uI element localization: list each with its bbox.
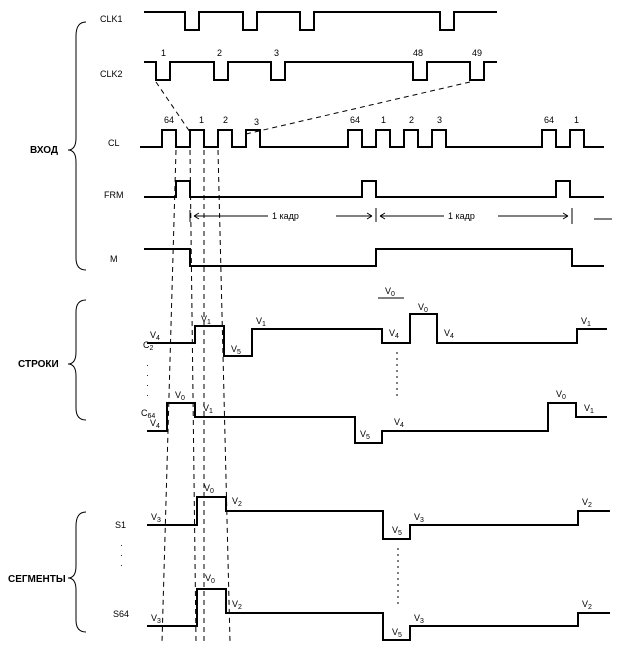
clk2-pulse-1: 1: [161, 48, 166, 58]
s1-v3-a: V3: [151, 512, 161, 524]
c2-v4-c: V4: [444, 328, 454, 340]
row-dots-4: ·: [146, 390, 149, 400]
c2-v1-b: V1: [256, 316, 266, 328]
seg-dots-2: ·: [120, 550, 123, 560]
cl-pulse-2a: 2: [223, 115, 228, 125]
cl-pulse-64a: 64: [164, 115, 174, 125]
align-line-2: [189, 149, 197, 643]
c2-v1-c: V1: [581, 316, 591, 328]
cl-pulse-3a: 3: [254, 117, 259, 127]
clk2-pulse-2: 2: [217, 48, 222, 58]
s1-v2-a: V2: [232, 496, 242, 508]
seg-s64-label: S64: [113, 609, 129, 619]
rows-brace: [67, 299, 87, 421]
group-input-label: ВХОД: [30, 145, 58, 156]
m-waveform: [144, 248, 604, 267]
s1-v5: V5: [392, 525, 402, 537]
group-rows-label: СТРОКИ: [18, 359, 59, 370]
c2-v1-a: V1: [201, 314, 211, 326]
clk1-waveform: [144, 11, 497, 31]
group-segments-label: СЕГМЕНТЫ: [8, 574, 66, 585]
clk1-label: CLK1: [100, 14, 123, 24]
frame-1-arrow: [193, 212, 373, 220]
s64-v0: V0: [205, 573, 215, 585]
s64-waveform: [147, 588, 610, 641]
cl-pulse-1b: 1: [381, 115, 386, 125]
cl-pulse-64b: 64: [350, 115, 360, 125]
cl-label: CL: [108, 138, 120, 148]
frm-waveform: [144, 180, 604, 198]
row-c2-label: C2: [143, 340, 154, 352]
s64-v3-b: V3: [414, 613, 424, 625]
c64-waveform: [147, 402, 607, 444]
s64-v2-a: V2: [232, 599, 242, 611]
cl-pulse-64c: 64: [544, 115, 554, 125]
clk2-pulse-3: 3: [274, 48, 279, 58]
zoom-line-left: [155, 81, 191, 133]
cl-pulse-1a: 1: [199, 115, 204, 125]
c2-waveform: [147, 313, 607, 357]
c2-v4-b: V4: [389, 328, 399, 340]
s1-waveform: [147, 496, 610, 540]
c2-v4-a: V4: [150, 330, 160, 342]
segments-brace: [67, 511, 87, 633]
seg-dots-3: ·: [120, 560, 123, 570]
c64-v4-a: V4: [150, 418, 160, 430]
row-dots: ·: [146, 360, 149, 370]
c64-v1-a: V1: [203, 403, 213, 415]
seg-dots: ·: [120, 540, 123, 550]
seg-s1-label: S1: [115, 520, 126, 530]
clk2-pulse-49: 49: [472, 48, 482, 58]
align-line-4: [217, 149, 231, 643]
zoom-line-right: [245, 81, 471, 135]
frame-2-arrow: [379, 212, 569, 220]
clk2-pulse-48: 48: [413, 48, 423, 58]
c2-v0-overline: V0: [385, 286, 395, 298]
frm-label: FRM: [104, 190, 124, 200]
frame-1-label: 1 кадр: [272, 211, 299, 221]
clk2-waveform: [144, 61, 497, 81]
cl-pulse-1c: 1: [574, 115, 579, 125]
c64-v4-b: V4: [394, 417, 404, 429]
s64-v3-a: V3: [151, 613, 161, 625]
clk2-label: CLK2: [100, 69, 123, 79]
c2-v5-a: V5: [231, 344, 241, 356]
s1-v3-b: V3: [414, 512, 424, 524]
align-line-1: [161, 149, 177, 643]
c64-v5: V5: [360, 429, 370, 441]
row-dots-3: ·: [146, 380, 149, 390]
s64-v2-b: V2: [582, 599, 592, 611]
s1-v2-b: V2: [582, 497, 592, 509]
m-label: M: [110, 254, 118, 264]
cl-waveform: [140, 129, 604, 148]
input-brace: [67, 21, 87, 271]
cl-pulse-3b: 3: [437, 115, 442, 125]
row-dots-2: ·: [146, 370, 149, 380]
c64-v1-b: V1: [584, 403, 594, 415]
c2-v0: V0: [418, 302, 428, 314]
s64-v5: V5: [392, 627, 402, 639]
frame-2-label: 1 кадр: [448, 211, 475, 221]
s1-v0: V0: [204, 483, 214, 495]
cl-pulse-2b: 2: [409, 115, 414, 125]
c64-v0-b: V0: [556, 389, 566, 401]
c64-v0-a: V0: [175, 390, 185, 402]
row-c64-label: C64: [141, 408, 155, 420]
